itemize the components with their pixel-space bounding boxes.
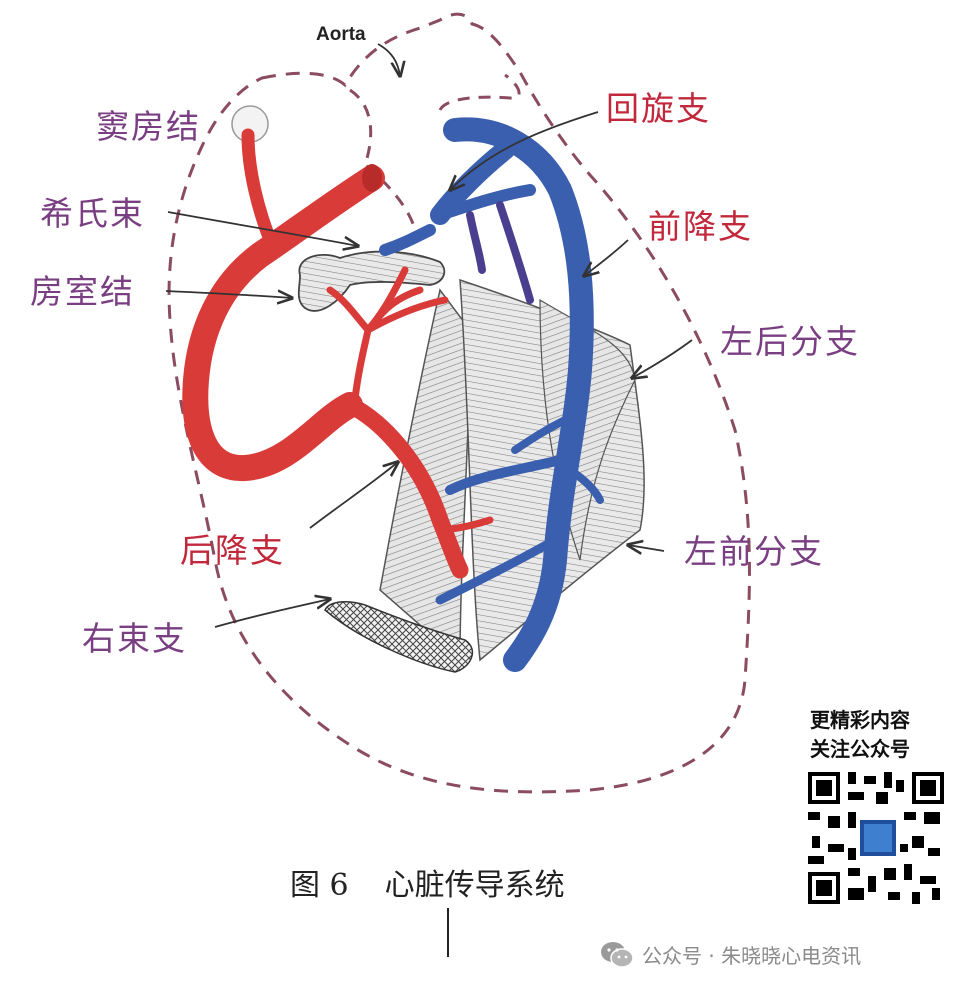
label-right-bundle-branch: 右束支 [82,619,187,658]
label-circumflex: 回旋支 [606,89,711,128]
arrow-right-bundle [214,599,330,628]
av-nodal-artery [326,266,449,404]
label-sa-node: 窦房结 [96,107,201,146]
qr-prompt: 更精彩内容 关注公众号 [810,706,910,764]
wechat-icon [601,941,634,968]
arrow-his [167,211,358,246]
blue-branch-2 [435,535,560,605]
arrow-circumflex [450,111,599,190]
lad-septals [379,184,536,256]
red-arteries [182,128,494,579]
pda-branch [441,516,494,534]
blue-arteries [379,117,604,672]
sa-nodal-branch [241,128,279,252]
blue-branch-1 [445,455,565,495]
arrow-pda [309,462,398,529]
av-node [297,250,446,312]
label-lad: 前降支 [648,207,753,246]
arrow-aorta [377,43,400,76]
caption-title: 心脏传导系统 [384,868,565,903]
caption-number: 图 6 [290,868,349,903]
label-his-bundle: 希氏束 [40,194,145,233]
left-main [443,117,594,672]
label-av-node: 房室结 [30,272,135,311]
label-left-anterior-fascicle: 左前分支 [684,532,824,571]
septal-2 [496,201,534,304]
arrow-av-node [165,291,292,298]
label-left-posterior-fascicle: 左后分支 [720,322,860,361]
right-bundle-terminal [324,600,474,673]
arrow-lad [584,239,629,276]
arrow-left-posterior [632,339,693,378]
qr-line-1: 更精彩内容 [810,708,910,732]
rca-opening [362,164,382,192]
blue-branch-4 [511,416,569,454]
figure-caption: 图 6 心脏传导系统 [290,860,565,904]
watermark-text: 公众号 · 朱晓晓心电资讯 [642,944,862,968]
arrow-left-anterior [628,545,665,551]
right-coronary [182,165,385,481]
septal-1 [466,211,486,274]
qr-line-2: 关注公众号 [810,737,910,761]
qr-code-icon[interactable] [808,772,944,904]
label-pda: 后降支 [180,531,285,570]
aorta-outline [349,73,521,231]
pointer-arrows [165,43,693,628]
rca-posterior [341,396,469,579]
label-aorta: Aorta [316,24,366,45]
watermark: 公众号 · 朱晓晓心电资讯 [600,940,861,969]
heart-outline [167,12,751,794]
blue-branch-3 [566,466,604,504]
